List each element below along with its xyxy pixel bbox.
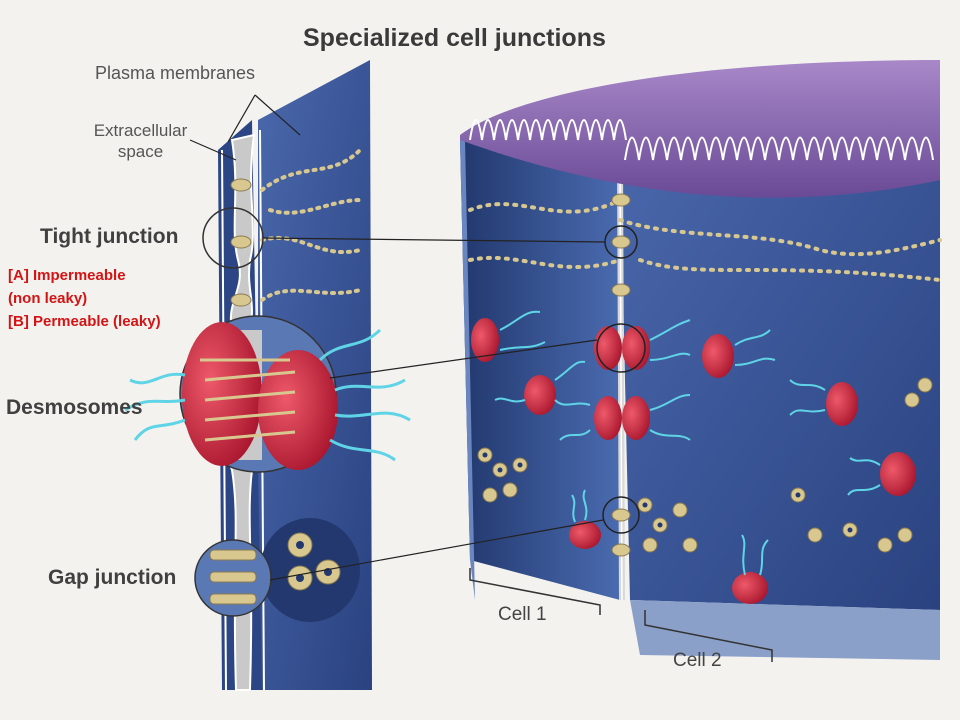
label-tight-junction: Tight junction bbox=[40, 225, 179, 248]
label-cell-1: Cell 1 bbox=[498, 604, 547, 625]
gap-junction-zoom bbox=[194, 532, 341, 617]
annotation-b-line1: [B] Permeable (leaky) bbox=[8, 313, 161, 330]
label-extracellular-space: Extracellular space bbox=[78, 120, 203, 162]
label-gap-junction: Gap junction bbox=[48, 566, 177, 589]
label-extracellular-line2: space bbox=[117, 142, 164, 161]
label-desmosomes: Desmosomes bbox=[6, 396, 143, 419]
cell-brackets bbox=[469, 568, 773, 662]
leader-lines bbox=[189, 94, 606, 581]
page-title: Specialized cell junctions bbox=[303, 24, 606, 52]
label-cell-2: Cell 2 bbox=[673, 650, 722, 671]
zoom-markers bbox=[596, 225, 646, 534]
label-extracellular-line1: Extracellular bbox=[93, 121, 188, 140]
cell-block bbox=[460, 60, 942, 660]
annotation-a-line2: (non leaky) bbox=[8, 290, 88, 307]
intermediate-filaments bbox=[124, 328, 411, 462]
annotation-a-line1: [A] Impermeable bbox=[8, 267, 126, 284]
label-plasma-membranes: Plasma membranes bbox=[95, 63, 256, 83]
desmosome-zoom bbox=[124, 315, 411, 473]
